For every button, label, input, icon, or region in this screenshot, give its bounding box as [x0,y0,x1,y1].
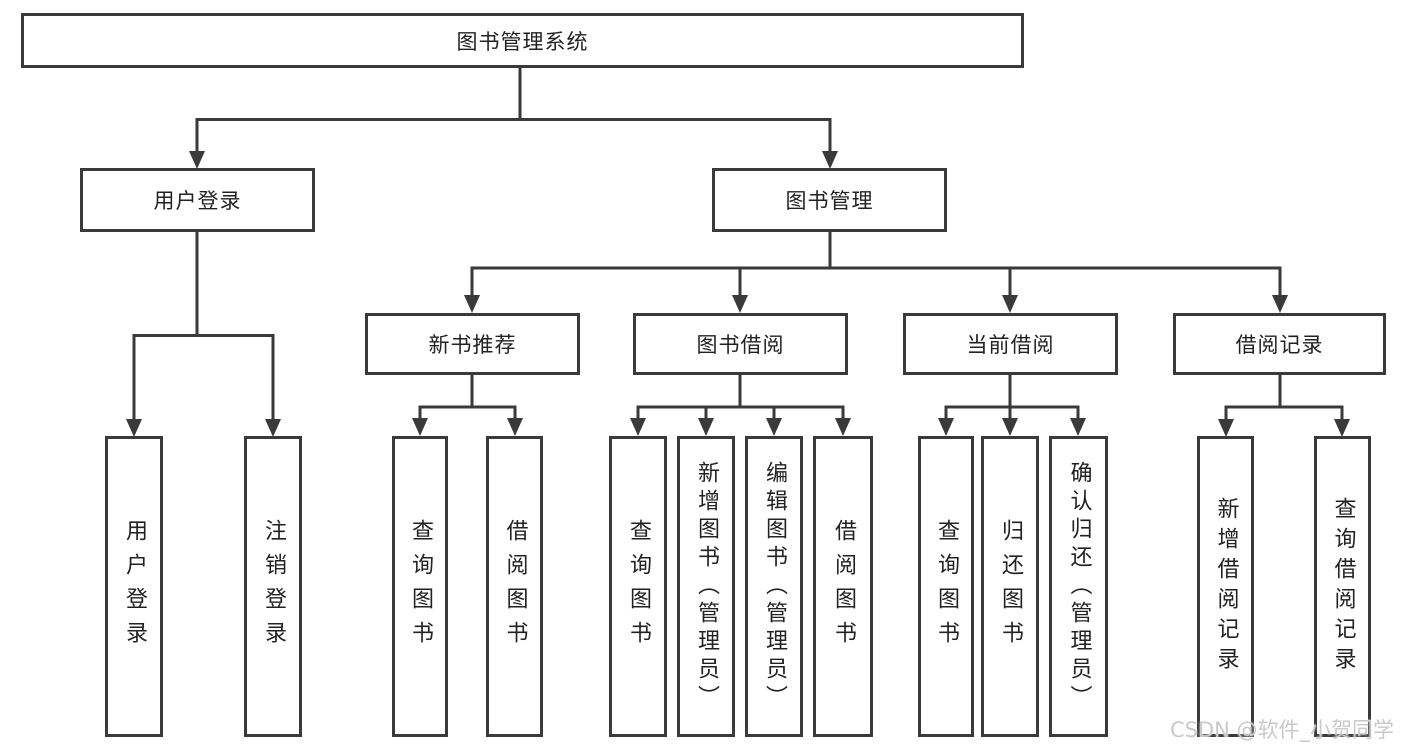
leaf-logout: 注销登录 [244,436,302,737]
arrow-down-icon [464,295,480,313]
connector-current-borrow [938,374,1086,436]
leaf-add-borrow-record: 新增借阅记录 [1197,436,1254,737]
arrow-down-icon [126,419,142,437]
node-book-borrow: 图书借阅 [633,313,848,375]
arrow-down-icon [732,295,748,313]
leaf-edit-books-admin: 编辑图书（管理员） [745,436,803,737]
leaf-user-login: 用户登录 [105,436,163,737]
leaf-query-borrow-record: 查询借阅记录 [1314,436,1371,737]
connector-root-to-branches [189,67,838,169]
leaf-borrow-books: 借阅图书 [813,436,873,737]
arrow-down-icon [630,418,646,436]
connector-book-borrow [630,374,851,436]
connector-new-book-recommend [412,374,523,436]
arrow-down-icon [835,418,851,436]
csdn-watermark: CSDN @软件_小贺同学 [1170,718,1395,742]
arrow-down-icon [1272,295,1288,313]
leaf-current-query-books: 查询图书 [918,436,974,737]
leaf-borrow-query-books: 查询图书 [609,436,667,737]
connector-book-management-branch [464,231,1288,313]
arrow-down-icon [412,418,428,436]
node-borrow-records: 借阅记录 [1173,313,1386,375]
leaf-recommend-borrow-books: 借阅图书 [486,436,543,737]
arrow-down-icon [698,418,714,436]
arrow-down-icon [189,151,205,169]
arrow-down-icon [1334,419,1350,437]
leaf-return-books: 归还图书 [981,436,1039,737]
leaf-confirm-return-admin: 确认归还（管理员） [1049,436,1108,737]
node-user-login-branch: 用户登录 [80,168,315,232]
arrow-down-icon [265,419,281,437]
leaf-recommend-query-books: 查询图书 [392,436,448,737]
arrow-down-icon [938,418,954,436]
arrow-down-icon [766,418,782,436]
arrow-down-icon [507,418,523,436]
connector-user-login-branch [126,231,281,437]
arrow-down-icon [1002,418,1018,436]
connector-borrow-records [1218,374,1350,437]
arrow-down-icon [822,151,838,169]
node-book-management-branch: 图书管理 [712,168,947,232]
arrow-down-icon [1218,419,1234,437]
arrow-down-icon [1002,295,1018,313]
node-new-book-recommend: 新书推荐 [365,313,580,375]
leaf-add-books-admin: 新增图书（管理员） [677,436,735,737]
node-library-management-system: 图书管理系统 [21,13,1024,68]
arrow-down-icon [1070,418,1086,436]
node-current-borrow: 当前借阅 [903,313,1118,375]
